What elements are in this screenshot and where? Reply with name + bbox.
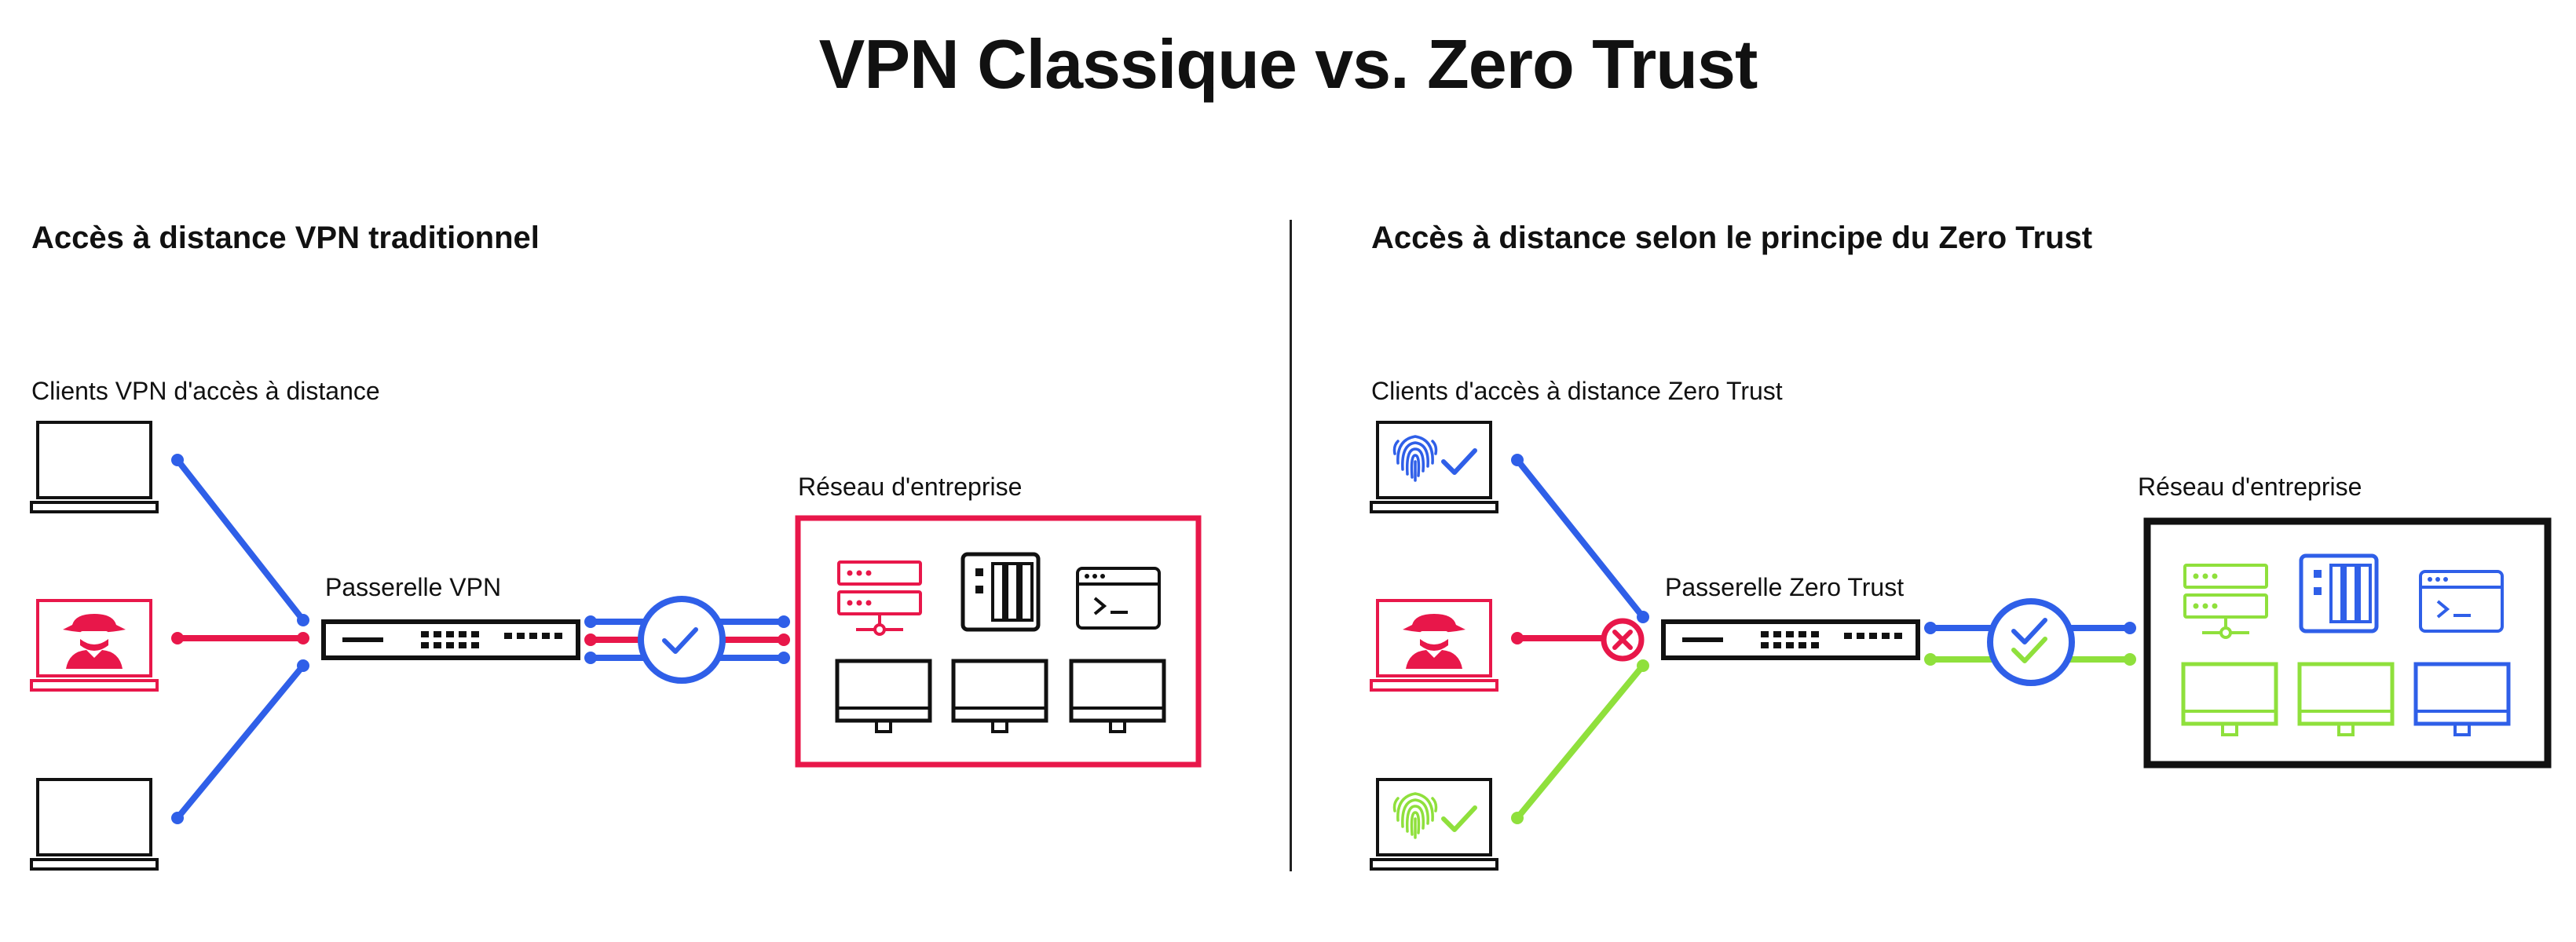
left-client-top	[30, 421, 159, 513]
right-client-bottom	[1370, 778, 1498, 871]
blocked-icon	[1601, 618, 1645, 662]
page-title: VPN Classique vs. Zero Trust	[818, 25, 1758, 103]
left-client-bottom	[30, 778, 159, 871]
left-clients-label: Clients VPN d'accès à distance	[31, 377, 380, 405]
right-heading: Accès à distance selon le principe du Ze…	[1371, 221, 2093, 255]
right-network-label: Réseau d'entreprise	[2138, 473, 2362, 501]
left-gateway-switch	[324, 622, 578, 658]
left-gateway-label: Passerelle VPN	[325, 573, 502, 601]
right-gateway-switch	[1663, 622, 1918, 658]
right-network-box	[2143, 517, 2552, 769]
right-gateway-label: Passerelle Zero Trust	[1665, 573, 1905, 601]
section-divider	[1290, 220, 1292, 871]
right-clients-label: Clients d'accès à distance Zero Trust	[1371, 377, 1783, 405]
left-network-label: Réseau d'entreprise	[798, 473, 1023, 501]
right-client-links	[1511, 454, 1649, 824]
right-client-hacker	[1370, 599, 1498, 692]
left-heading: Accès à distance VPN traditionnel	[31, 221, 540, 255]
left-verified-icon	[638, 596, 726, 684]
left-client-links	[171, 454, 309, 824]
left-client-hacker	[30, 599, 159, 692]
right-verified-icon	[1987, 598, 2075, 686]
right-client-top	[1370, 421, 1498, 513]
left-network-box	[795, 515, 1202, 768]
